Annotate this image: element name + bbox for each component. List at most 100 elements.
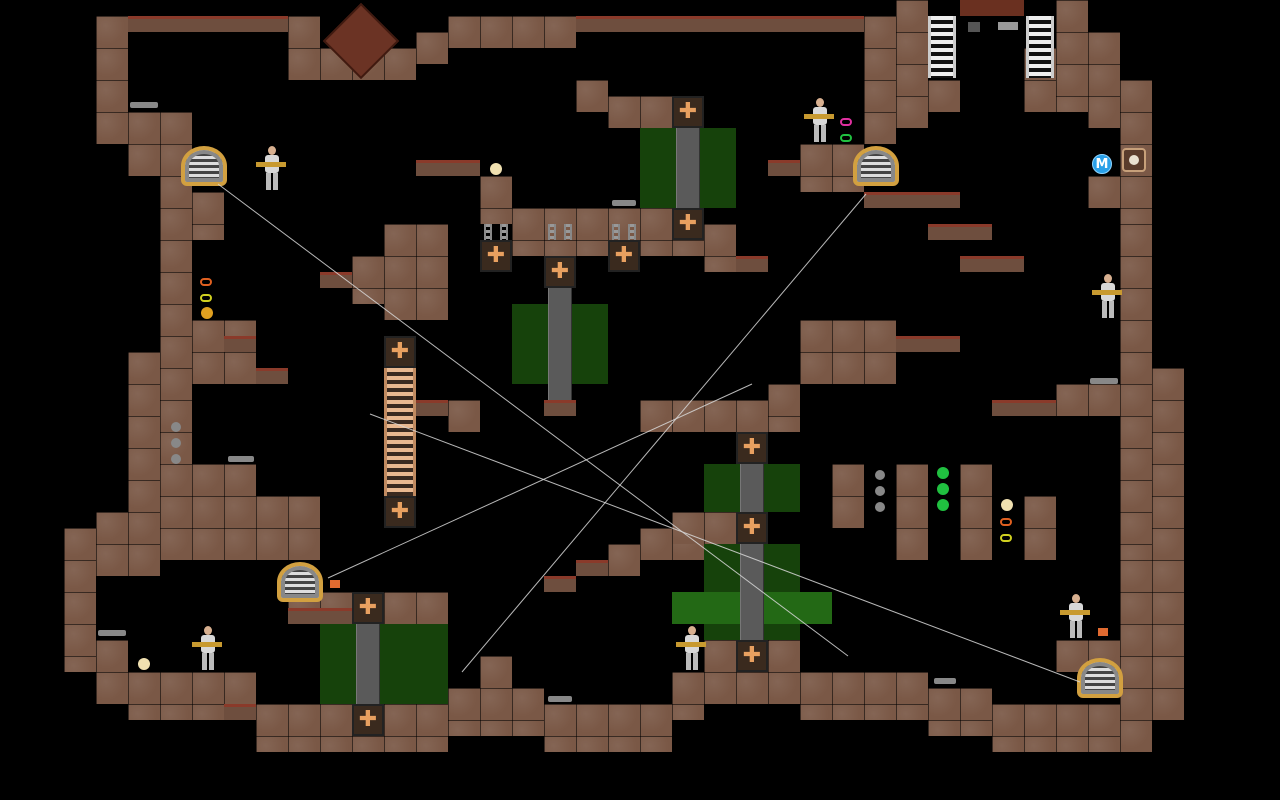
stone-wall (96, 512, 160, 576)
stone-wall (96, 640, 128, 704)
stone-wall (992, 400, 1056, 416)
soldier-gun (192, 642, 222, 647)
soldier-icon[interactable] (192, 626, 222, 670)
stone-wall (832, 464, 864, 528)
stone-wall (544, 576, 576, 592)
weapon-pickup-icon[interactable] (1090, 378, 1118, 384)
teleport-trail-line (461, 193, 867, 673)
stone-wall (576, 560, 608, 576)
stone-wall (992, 704, 1120, 752)
cross-block-icon: ✚ (384, 496, 416, 528)
cross-block-icon: ✚ (480, 240, 512, 272)
stone-wall (1024, 496, 1056, 560)
cross-block-icon: ✚ (384, 336, 416, 368)
weapon-pickup-icon[interactable] (934, 678, 956, 684)
cross-block-icon: ✚ (608, 240, 640, 272)
ladder[interactable] (928, 16, 956, 78)
soldier-head (204, 626, 212, 635)
cross-block-icon: ✚ (672, 208, 704, 240)
ladder[interactable] (1026, 16, 1054, 78)
soldier-icon[interactable] (1092, 274, 1122, 318)
soldier-legs (266, 173, 278, 190)
stone-wall (896, 0, 928, 128)
weapon-pickup-icon[interactable] (612, 200, 636, 206)
grey-orb-icon (171, 454, 181, 464)
elevator-shaft (740, 544, 764, 640)
stone-wall (704, 224, 736, 272)
ammo-ring-icon (1000, 518, 1012, 526)
elevator-shaft (548, 288, 572, 400)
teleport-trail-line (369, 413, 1081, 683)
soldier-icon[interactable] (804, 98, 834, 142)
soldier-head (268, 146, 276, 155)
stone-wall (480, 176, 512, 224)
stone-wall (896, 336, 960, 352)
energy-field (320, 624, 448, 704)
elevator-shaft (356, 624, 380, 704)
stone-wall (736, 256, 768, 272)
ladder[interactable] (384, 368, 416, 496)
switch-icon[interactable] (1122, 148, 1146, 172)
stone-wall (928, 224, 992, 240)
ammo-ring-icon (200, 294, 212, 302)
soldier-icon[interactable] (256, 146, 286, 190)
grey-orb-icon (875, 502, 885, 512)
weapon-pickup-icon[interactable] (98, 630, 126, 636)
stone-wall (224, 704, 256, 720)
grey-orb-icon (171, 422, 181, 432)
stone-wall (1088, 32, 1120, 128)
weapon-pickup-icon[interactable] (548, 696, 572, 702)
stone-wall (672, 672, 704, 720)
stone-wall (416, 160, 480, 176)
hanging-chain (500, 224, 508, 240)
powerup-m-icon[interactable]: M (1092, 154, 1112, 174)
stone-wall (800, 320, 896, 384)
ammo-ring-icon (840, 134, 852, 142)
stone-wall (672, 512, 736, 544)
health-orb-icon (937, 499, 949, 511)
weapon-pickup-icon[interactable] (228, 456, 254, 462)
soldier-head (1072, 594, 1080, 603)
soldier-legs (686, 653, 698, 670)
stone-wall (928, 80, 960, 112)
grey-orb-icon (875, 470, 885, 480)
stone-wall (64, 528, 96, 672)
hanging-chain (612, 224, 620, 240)
teleport-pad-icon[interactable] (1077, 658, 1123, 698)
soldier-gun (256, 162, 286, 167)
soldier-gun (676, 642, 706, 647)
stone-wall (1088, 176, 1120, 208)
soldier-icon[interactable] (1060, 594, 1090, 638)
cross-block-icon: ✚ (352, 592, 384, 624)
soldier-icon[interactable] (676, 626, 706, 670)
teleport-trail-line (327, 383, 753, 579)
teleport-pad-icon[interactable] (277, 562, 323, 602)
cross-block-icon: ✚ (672, 96, 704, 128)
stone-wall (256, 496, 320, 560)
health-orb-icon (490, 163, 502, 175)
stone-wall (960, 256, 1024, 272)
soldier-legs (1070, 621, 1082, 638)
stone-wall (800, 672, 928, 720)
stone-wall (160, 144, 192, 560)
stone-wall (864, 192, 960, 208)
weapon-pickup-icon[interactable] (130, 102, 158, 108)
stone-wall (864, 16, 896, 144)
stone-wall (288, 16, 320, 80)
hanging-chain (484, 224, 492, 240)
ammo-ring-icon (200, 278, 212, 286)
elevator-shaft (740, 464, 764, 512)
stone-wall (288, 608, 352, 624)
hanging-chain (564, 224, 572, 240)
soldier-legs (202, 653, 214, 670)
teleport-pad-icon[interactable] (853, 146, 899, 186)
health-orb-icon (937, 467, 949, 479)
teleport-trail-line (217, 183, 849, 657)
stone-wall (1056, 0, 1088, 112)
teleport-pad-icon[interactable] (181, 146, 227, 186)
hanging-chain (548, 224, 556, 240)
soldier-gun (1060, 610, 1090, 615)
stone-wall (960, 464, 992, 560)
